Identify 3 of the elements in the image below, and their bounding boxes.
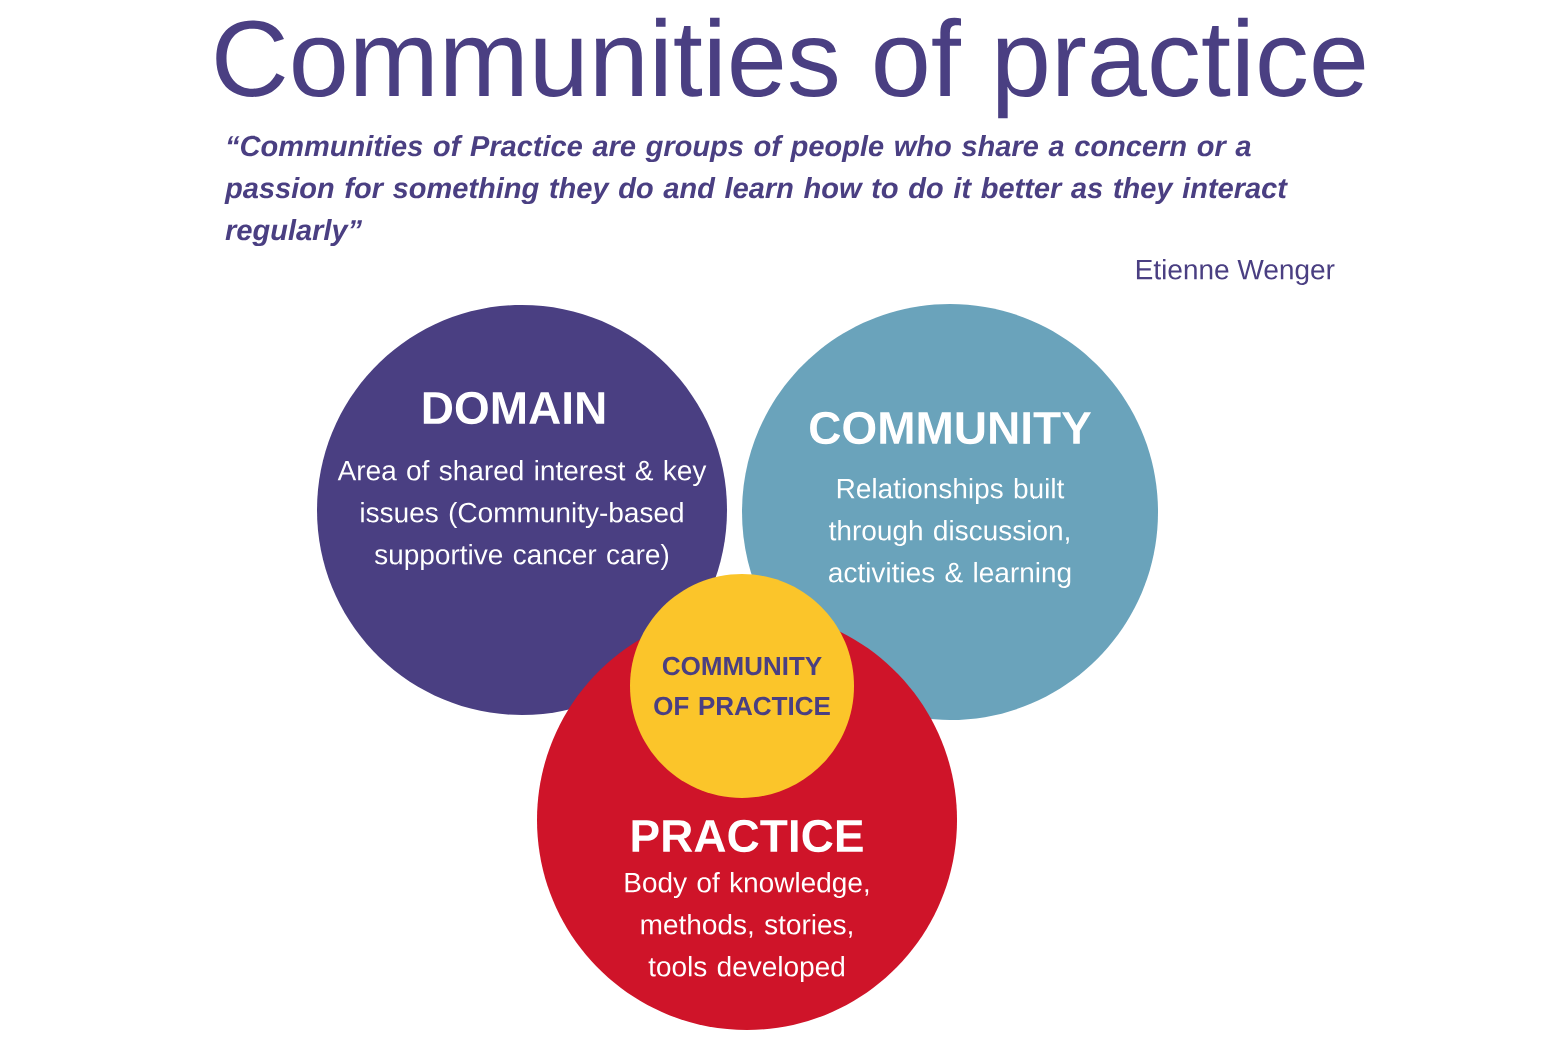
quote: “Communities of Practice are groups of people who share a concern or a passion for something they do and learn how to do it better as they interact regularly” [224,135,1288,247]
attribution: Etienne Wenger [1136,258,1335,286]
title: Communities of practice [216,17,1365,119]
